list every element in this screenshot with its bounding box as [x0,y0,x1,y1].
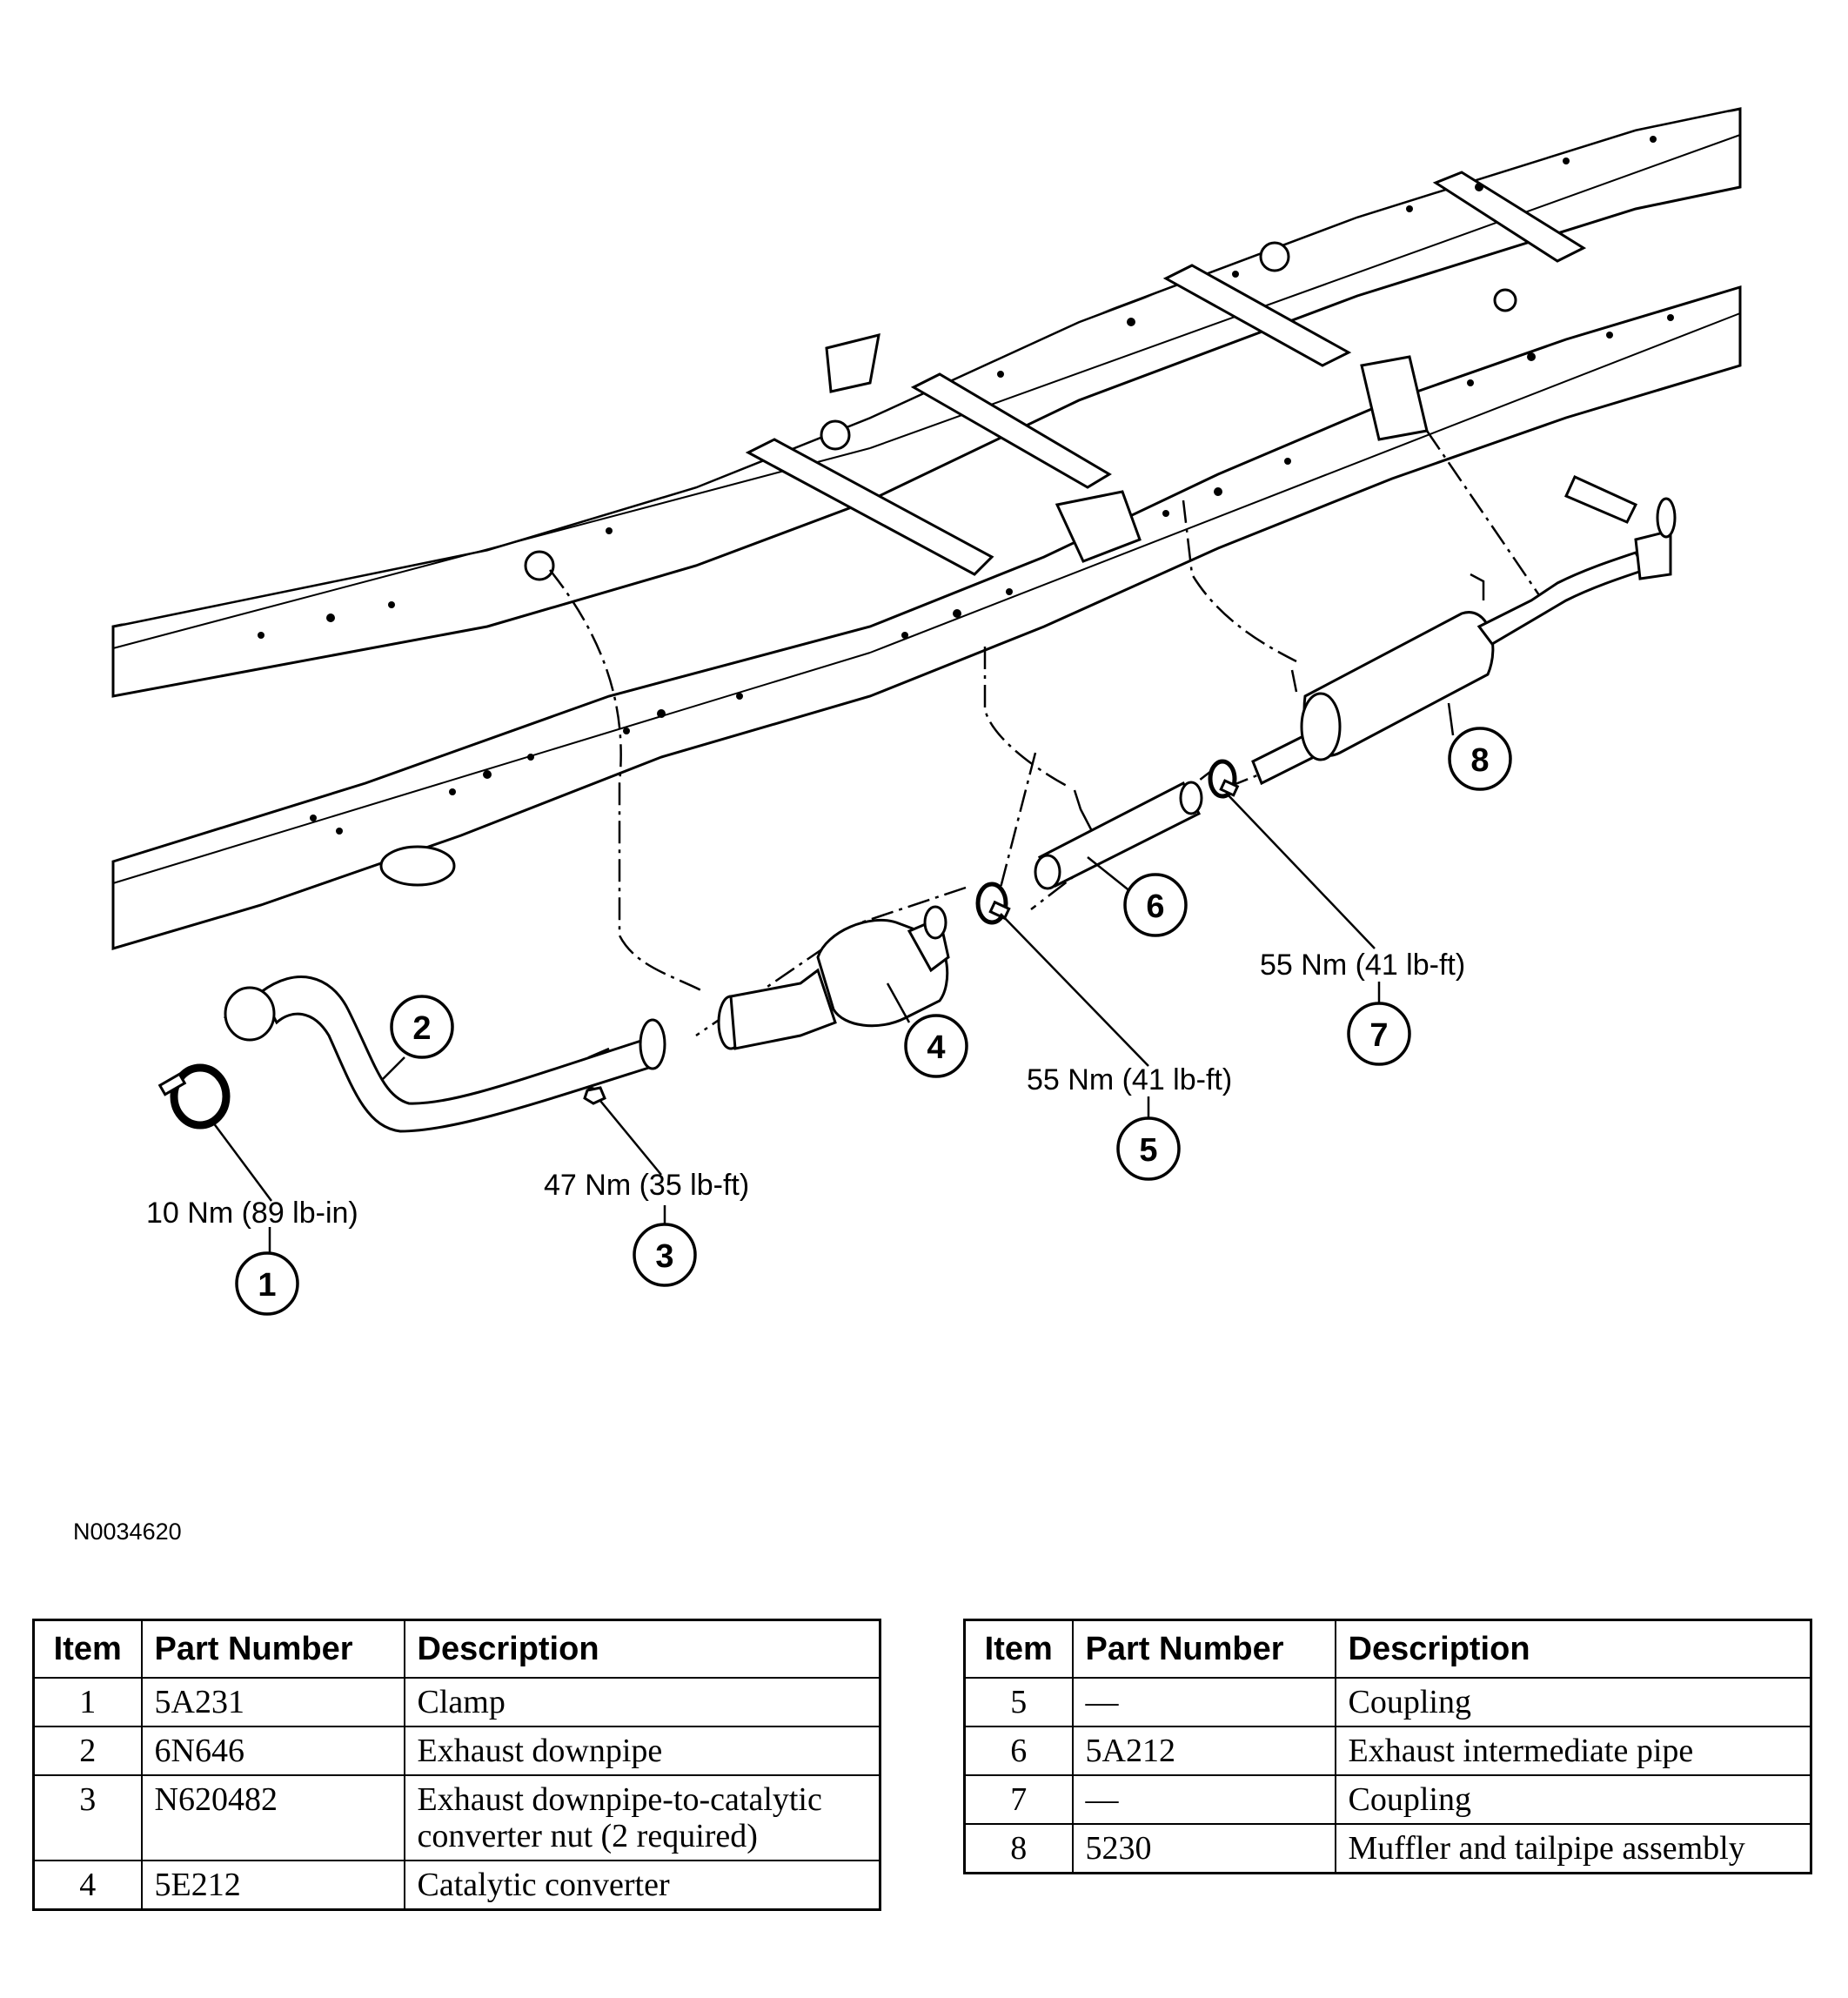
cell-item: 8 [963,1823,1074,1874]
callout-1: 1 10 Nm (89 lb-in) [146,1197,358,1316]
header-item: Item [32,1619,143,1679]
table-row: 8 5230 Muffler and tailpipe assembly [963,1823,1812,1874]
cell-description: Coupling [1334,1677,1812,1727]
cell-item: 5 [963,1677,1074,1727]
cell-description: Exhaust downpipe [403,1726,881,1776]
parts-table-right: Item Part Number Description 5 — Couplin… [963,1619,1812,1874]
cell-part-number: 5A212 [1071,1726,1336,1776]
table-header-row: Item Part Number Description [963,1619,1812,1679]
exhaust-downpipe-part [224,976,666,1133]
cell-part-number: — [1071,1774,1336,1825]
callout-6: 6 [1123,873,1188,937]
cell-description: Exhaust intermediate pipe [1334,1726,1812,1776]
svg-text:1: 1 [258,1267,276,1304]
leader-lines [211,702,1455,1253]
vehicle-frame [111,107,1742,951]
cell-item: 6 [963,1726,1074,1776]
parts-table-left: Item Part Number Description 1 5A231 Cla… [32,1619,881,1911]
cell-description: Clamp [403,1677,881,1727]
table-row: 3 N620482 Exhaust downpipe-to-catalytic … [32,1774,881,1861]
svg-text:3: 3 [655,1238,673,1275]
svg-text:4: 4 [927,1029,945,1066]
svg-text:2: 2 [412,1010,431,1047]
torque-label-1: 10 Nm (89 lb-in) [146,1197,358,1230]
table-row: 7 — Coupling [963,1774,1812,1825]
figure-id: N0034620 [73,1519,182,1545]
callout-2: 2 [390,995,454,1059]
cell-item: 3 [32,1774,143,1861]
muffler-tailpipe-part [1251,475,1677,786]
header-part-number: Part Number [140,1619,405,1679]
nut-part [583,1086,606,1105]
header-item: Item [963,1619,1074,1679]
header-description: Description [403,1619,881,1679]
callout-8: 8 [1448,727,1512,791]
cell-item: 2 [32,1726,143,1776]
cell-part-number: — [1071,1677,1336,1727]
torque-label-5: 55 Nm (41 lb-ft) [1027,1063,1232,1096]
table-row: 1 5A231 Clamp [32,1677,881,1727]
table-row: 5 — Coupling [963,1677,1812,1727]
table-row: 2 6N646 Exhaust downpipe [32,1726,881,1776]
cell-part-number: 5230 [1071,1823,1336,1874]
cell-item: 1 [32,1677,143,1727]
callout-3: 3 47 Nm (35 lb-ft) [544,1169,749,1287]
exhaust-parts [157,475,1677,1133]
exhaust-system-diagram: 1 10 Nm (89 lb-in) 2 3 47 Nm (35 lb-ft) … [111,107,1742,1316]
cell-part-number: 5A231 [140,1677,405,1727]
cell-item: 7 [963,1774,1074,1825]
callout-5: 5 55 Nm (41 lb-ft) [1027,1063,1232,1181]
header-part-number: Part Number [1071,1619,1336,1679]
torque-label-7: 55 Nm (41 lb-ft) [1260,949,1465,982]
table-row: 6 5A212 Exhaust intermediate pipe [963,1726,1812,1776]
cell-part-number: 6N646 [140,1726,405,1776]
svg-text:6: 6 [1146,888,1164,925]
table-header-row: Item Part Number Description [32,1619,881,1679]
coupling-7-part [1208,759,1240,799]
clamp-part [157,1063,231,1130]
svg-text:7: 7 [1369,1017,1388,1054]
table-row: 4 5E212 Catalytic converter [32,1860,881,1911]
cell-description: Catalytic converter [403,1860,881,1911]
exhaust-intermediate-pipe-part [1034,781,1203,890]
svg-text:5: 5 [1139,1132,1157,1169]
cell-description: Exhaust downpipe-to-catalytic converter … [403,1774,881,1861]
cell-part-number: 5E212 [140,1860,405,1911]
cell-item: 4 [32,1860,143,1911]
torque-label-3: 47 Nm (35 lb-ft) [544,1169,749,1202]
cell-description: Muffler and tailpipe assembly [1334,1823,1812,1874]
callout-4: 4 [904,1014,968,1078]
cell-part-number: N620482 [140,1774,405,1861]
cell-description: Coupling [1334,1774,1812,1825]
callout-7: 7 55 Nm (41 lb-ft) [1260,949,1465,1066]
header-description: Description [1334,1619,1812,1679]
coupling-5-part [975,882,1011,925]
catalytic-converter-part [717,905,950,1050]
svg-text:8: 8 [1470,742,1489,779]
